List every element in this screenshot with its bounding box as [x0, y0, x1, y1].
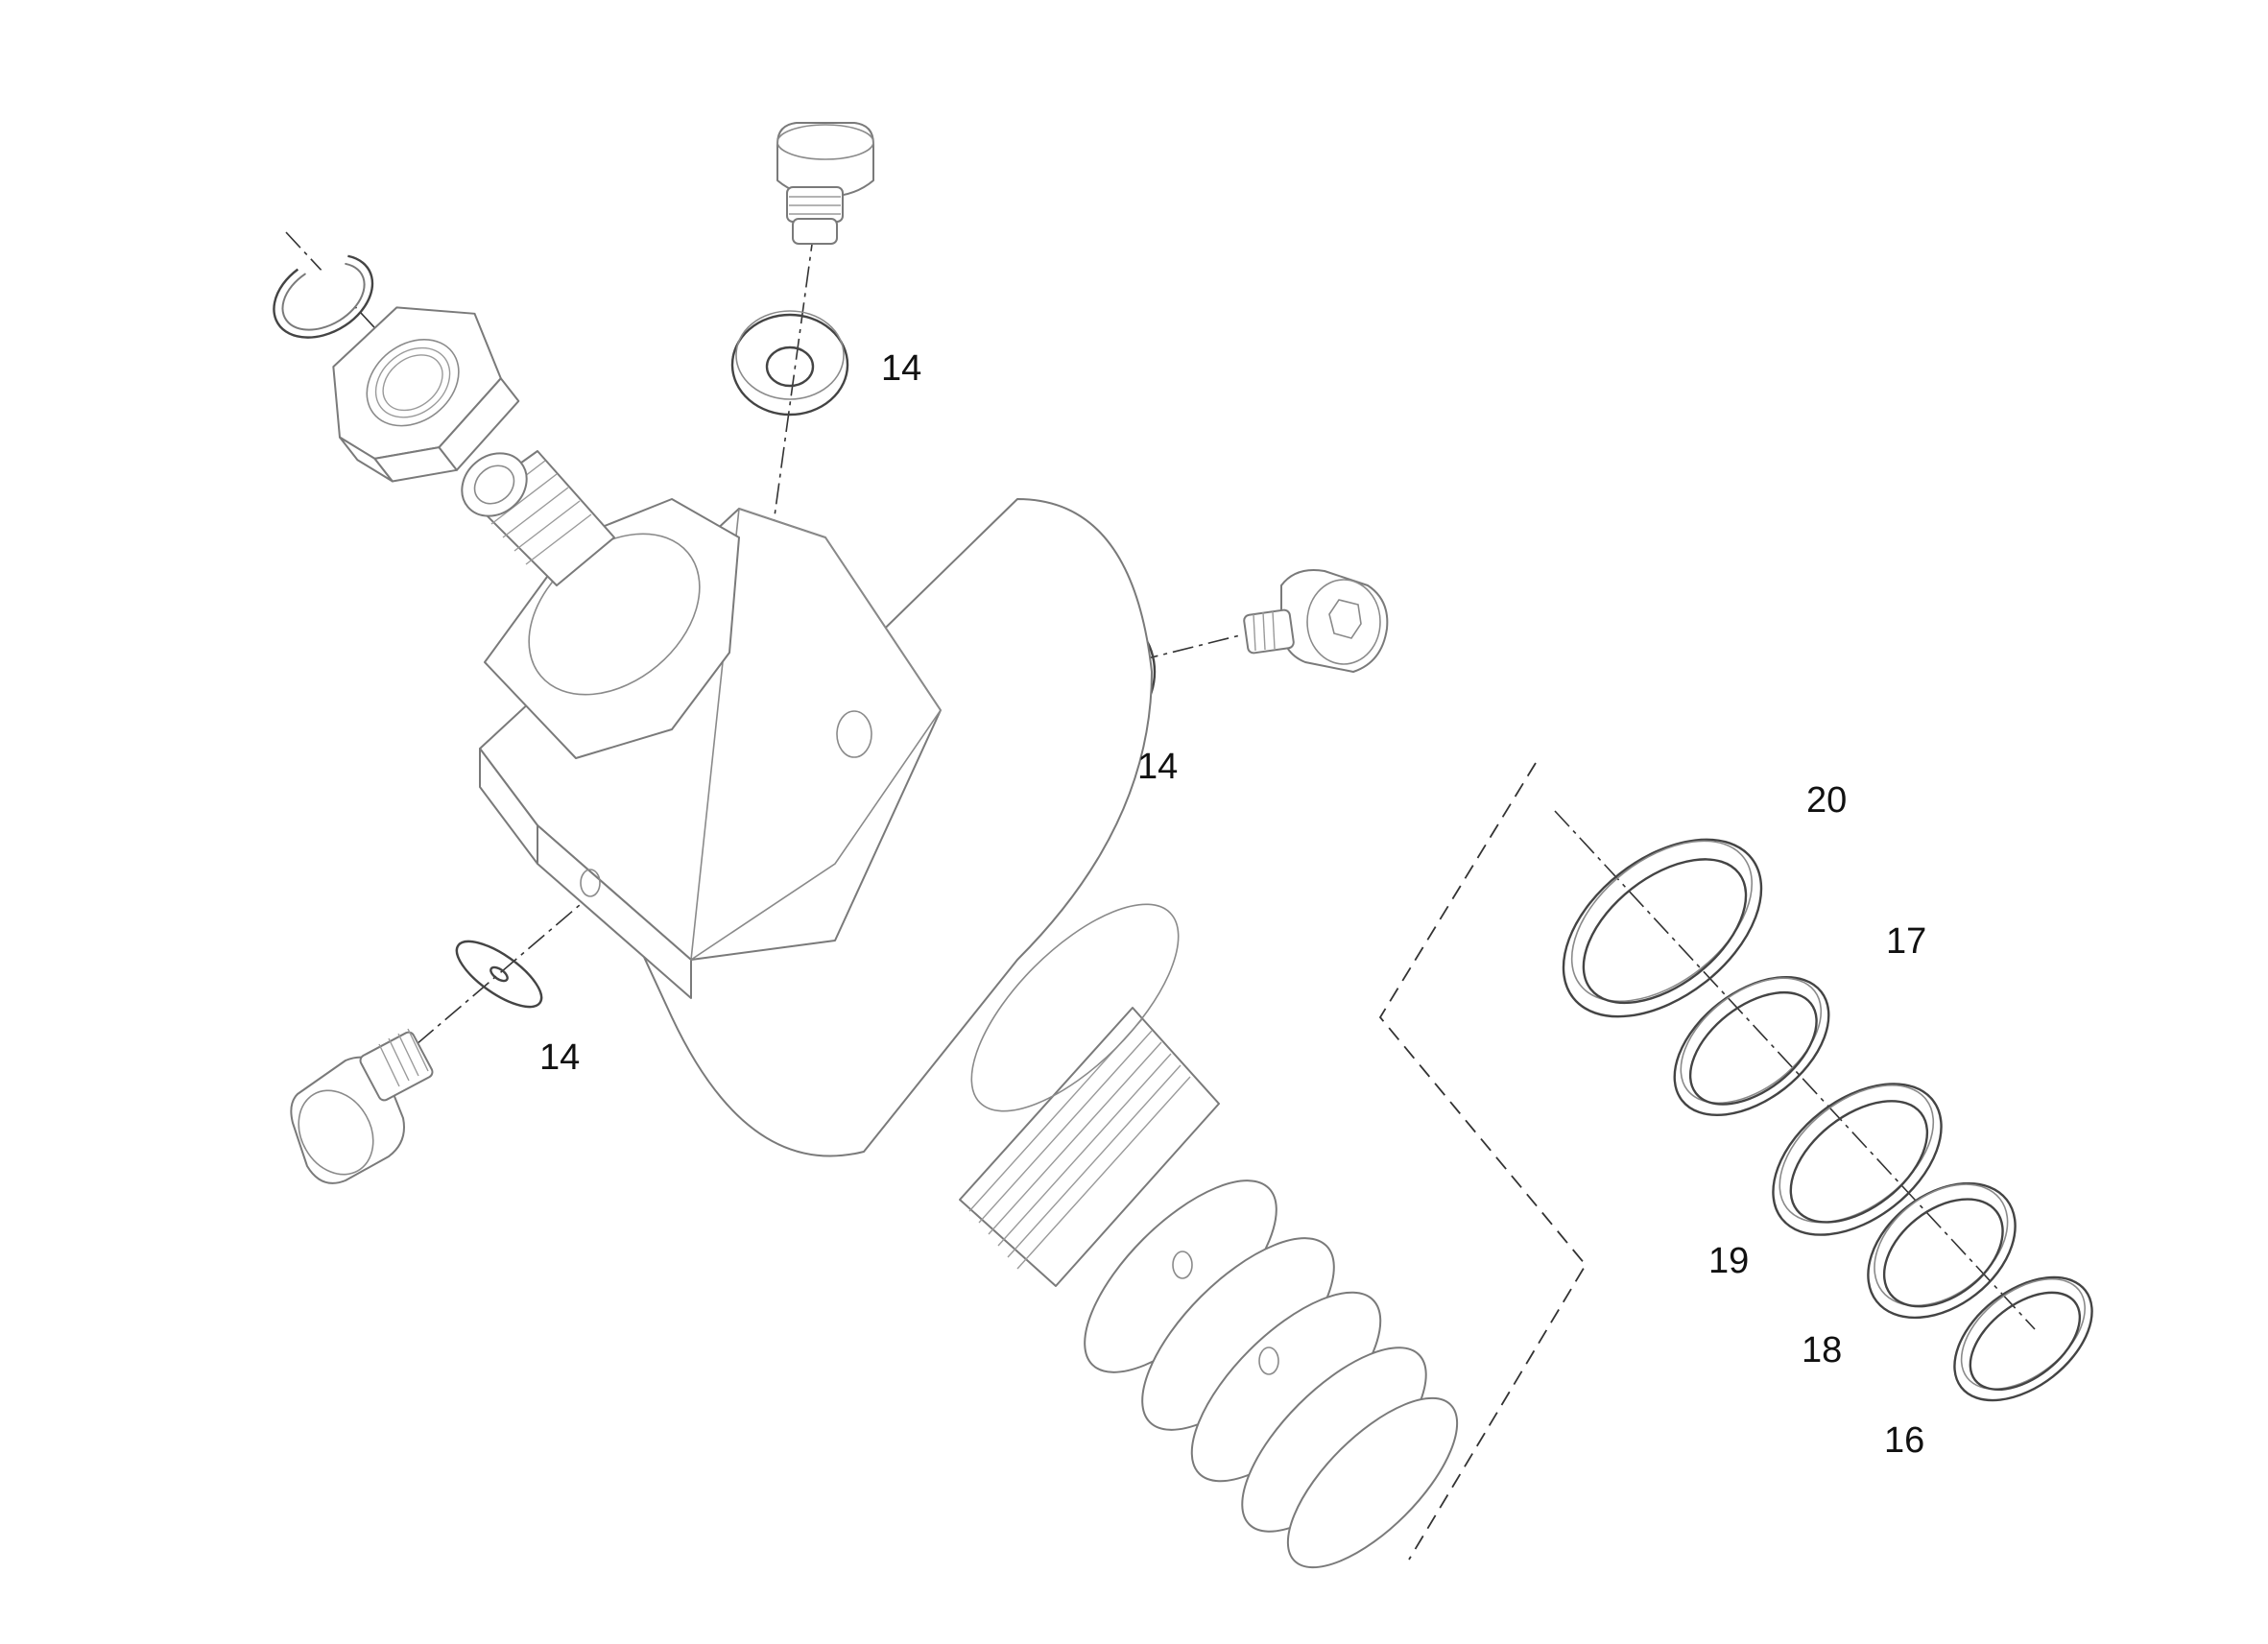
cap-screw-left	[290, 1028, 434, 1184]
callout-seal-17: 17	[1886, 921, 1927, 962]
seal-ring-17	[1673, 975, 1830, 1117]
callout-washer-right: 14	[1137, 747, 1179, 787]
seal-kit-bracket	[1378, 762, 1588, 1561]
cap-screw-top	[776, 122, 874, 245]
callout-seal-19: 19	[1708, 1241, 1750, 1281]
valve-cartridge-body	[461, 450, 1459, 1569]
seal-ring-18	[1867, 1181, 2017, 1320]
retaining-clip	[273, 254, 374, 339]
seal-ring-20	[1562, 838, 1763, 1018]
seal-ring-16	[1953, 1275, 2093, 1402]
hex-nut	[332, 306, 520, 483]
callout-seal-18: 18	[1802, 1330, 1843, 1370]
callout-washer-top: 14	[881, 348, 922, 389]
washer-left	[455, 940, 543, 1009]
cap-screw-right	[1243, 569, 1389, 673]
callout-washer-left: 14	[539, 1037, 581, 1078]
callout-seal-16: 16	[1884, 1420, 1925, 1461]
callout-seal-20: 20	[1806, 780, 1848, 821]
seal-ring-19	[1772, 1083, 1943, 1236]
washer-top	[730, 310, 849, 417]
